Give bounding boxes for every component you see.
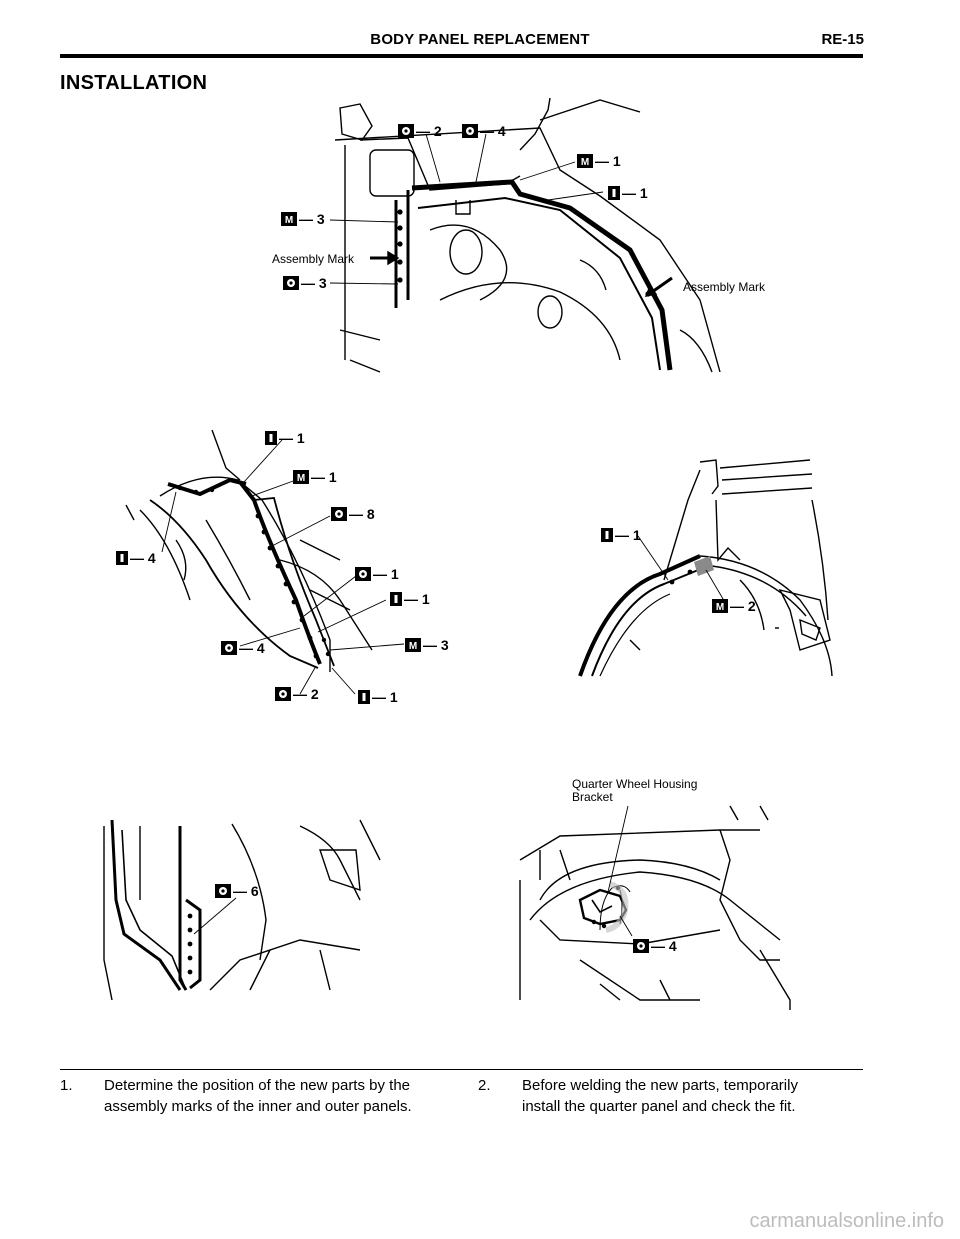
- step-2-text: Before welding the new parts, temporaril…: [522, 1075, 798, 1117]
- header-rule: [60, 54, 863, 58]
- fig2-label-i1-top: — 1: [279, 430, 305, 446]
- figure-wheel-housing-bracket: [519, 805, 791, 1010]
- spot-weld-icon: [215, 884, 231, 898]
- mig-weld-icon: [577, 154, 593, 168]
- header-title: BODY PANEL REPLACEMENT: [370, 31, 590, 48]
- spot-weld-icon: [462, 124, 478, 138]
- step-2-line1: Before welding the new parts, temporaril…: [522, 1077, 798, 1094]
- fig2-label-i1-bottom: — 1: [372, 689, 398, 705]
- fig2-label-o1: — 1: [373, 566, 399, 582]
- spot-weld-icon: [331, 507, 347, 521]
- spot-weld-icon: [283, 276, 299, 290]
- fig5-label-o4: — 4: [651, 938, 677, 954]
- insert-icon: [601, 528, 613, 542]
- fig1-label-o4: — 4: [480, 123, 506, 139]
- fig1-label-o3: — 3: [301, 275, 327, 291]
- spot-weld-icon: [275, 687, 291, 701]
- mig-weld-icon: [405, 638, 421, 652]
- spot-weld-icon: [355, 567, 371, 581]
- fig1-label-m1: — 1: [595, 153, 621, 169]
- step-1-number: 1.: [60, 1077, 73, 1094]
- fig1-label-m3: — 3: [299, 211, 325, 227]
- assembly-mark-label-right: Assembly Mark: [683, 280, 766, 294]
- mig-weld-icon: [281, 212, 297, 226]
- insert-icon: [265, 431, 277, 445]
- fig4-label-o6: — 6: [233, 883, 259, 899]
- mig-weld-icon: [712, 599, 728, 613]
- fig2-label-o2: — 2: [293, 686, 319, 702]
- step-2-line2: install the quarter panel and check the …: [522, 1098, 796, 1115]
- step-2-number: 2.: [478, 1077, 491, 1094]
- spot-weld-icon: [398, 124, 414, 138]
- figure-pillar-lower: [103, 819, 381, 1001]
- fig3-label-m2: — 2: [730, 598, 756, 614]
- spot-weld-icon: [221, 641, 237, 655]
- fig1-label-i1: — 1: [622, 185, 648, 201]
- step-1-line1: Determine the position of the new parts …: [104, 1077, 411, 1094]
- assembly-mark-label-left: Assembly Mark: [272, 252, 355, 266]
- header-page-code: RE-15: [821, 31, 864, 48]
- bracket-label-line1: Quarter Wheel Housing: [572, 777, 697, 791]
- fig3-label-i1: — 1: [615, 527, 641, 543]
- spot-weld-icon: [633, 939, 649, 953]
- insert-icon: [390, 592, 402, 606]
- fig1-label-o2: — 2: [416, 123, 442, 139]
- step-1-line2: assembly marks of the inner and outer pa…: [104, 1098, 412, 1115]
- text-section-rule: [60, 1069, 863, 1070]
- fig2-label-o8: — 8: [349, 506, 375, 522]
- fig2-label-m1: — 1: [311, 469, 337, 485]
- fig2-label-i4: — 4: [130, 550, 156, 566]
- insert-icon: [608, 186, 620, 200]
- section-title: INSTALLATION: [60, 72, 208, 94]
- figure-quarter-wheel-arch: [578, 459, 833, 677]
- mig-weld-icon: [293, 470, 309, 484]
- step-1-text: Determine the position of the new parts …: [104, 1075, 412, 1117]
- figure-rear-wheelhouse-top: [329, 97, 721, 373]
- fig2-label-o4: — 4: [239, 640, 265, 656]
- bracket-label-line2: Bracket: [572, 790, 613, 804]
- fig2-label-m3: — 3: [423, 637, 449, 653]
- fig2-label-i1-mid: — 1: [404, 591, 430, 607]
- watermark: carmanualsonline.info: [749, 1210, 944, 1232]
- insert-icon: [116, 551, 128, 565]
- insert-icon: [358, 690, 370, 704]
- page-header: BODY PANEL REPLACEMENT RE-15: [0, 0, 960, 60]
- figure-quarter-inner-pillar: [125, 429, 405, 695]
